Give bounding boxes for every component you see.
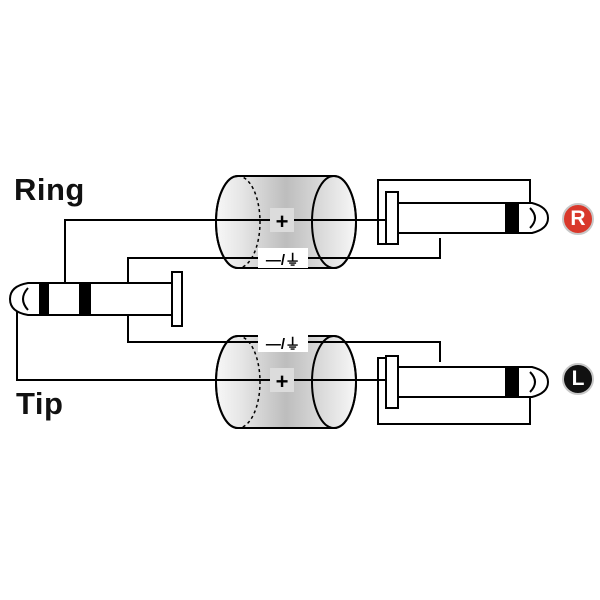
right-mono-plug-icon xyxy=(385,191,550,245)
upper-signal-mark: + xyxy=(276,209,289,234)
upper-shield-mark: —/⏚ xyxy=(266,252,300,269)
right-channel-badge: R xyxy=(562,203,594,235)
left-channel-badge: L xyxy=(562,363,594,395)
ring-wire xyxy=(64,179,531,282)
left-mono-plug-icon xyxy=(385,355,550,409)
tip-wire xyxy=(16,312,531,425)
tip-label: Tip xyxy=(16,386,64,421)
trs-plug-icon xyxy=(8,271,183,327)
lower-shield-mark: —/⏚ xyxy=(266,336,300,353)
lower-signal-mark: + xyxy=(276,369,289,394)
ring-label: Ring xyxy=(14,172,85,207)
